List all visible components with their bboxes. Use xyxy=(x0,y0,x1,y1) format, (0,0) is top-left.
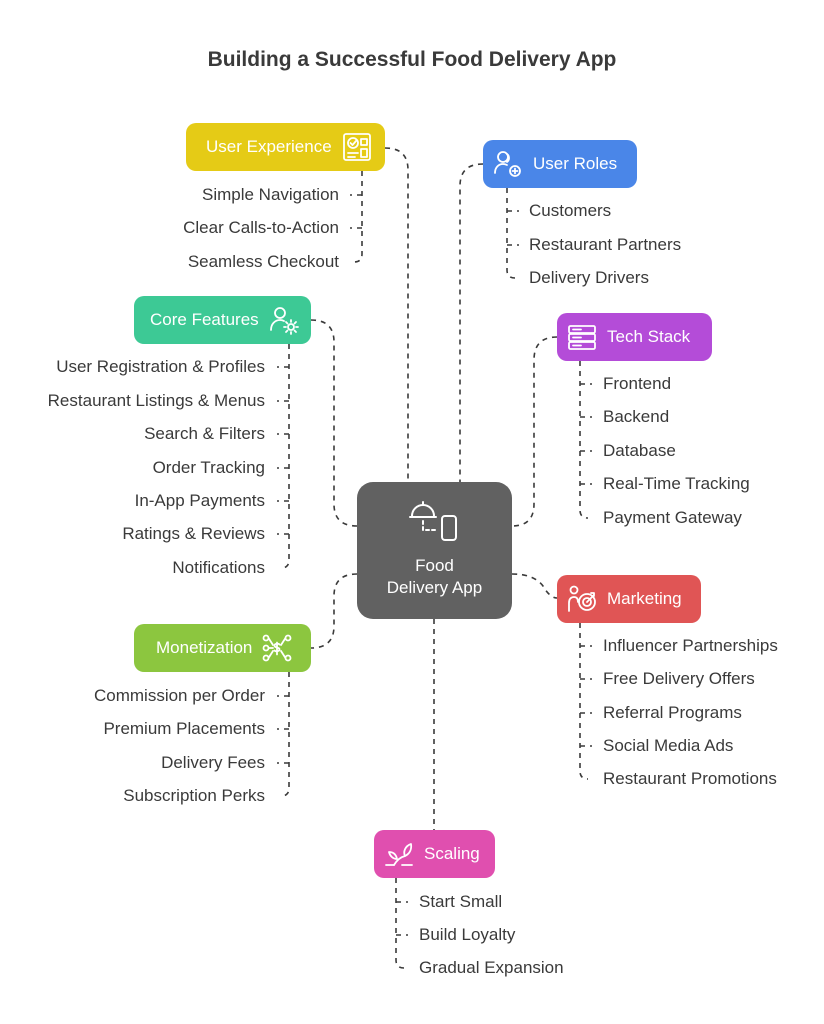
branch-label: Scaling xyxy=(424,844,480,863)
marketing-leaves-stem xyxy=(579,623,589,780)
growing-plant-icon xyxy=(384,839,414,869)
leaf-backend: Backend xyxy=(603,407,670,426)
branch-marketing: Marketing xyxy=(557,575,701,623)
leaf-simple-navigation: Simple Navigation xyxy=(201,185,339,204)
branch-user-roles: User Roles xyxy=(483,140,637,188)
users-icon xyxy=(493,149,523,179)
branch-scaling: Scaling xyxy=(374,830,495,878)
food-delivery-icon xyxy=(357,498,512,551)
network-dollar-icon xyxy=(262,633,292,663)
leaf-user-registration: User Registration & Profiles xyxy=(56,357,265,376)
branch-core-features: Core Features xyxy=(134,296,311,344)
leaf-order-tracking: Order Tracking xyxy=(152,458,265,477)
ux-leaves-stem xyxy=(353,171,363,263)
connector-user-roles xyxy=(459,163,484,482)
monetization-leaves-stem xyxy=(280,672,290,797)
branch-tech-stack: Tech Stack xyxy=(557,313,712,361)
leaf-clear-calls-to-action: Clear Calls-to-Action xyxy=(183,218,339,237)
branch-label: Tech Stack xyxy=(607,327,691,346)
leaf-commission-per-order: Commission per Order xyxy=(94,686,265,705)
leaf-seamless-checkout: Seamless Checkout xyxy=(187,252,339,271)
leaf-ratings-reviews: Ratings & Reviews xyxy=(122,524,265,543)
leaf-influencer-partnerships: Influencer Partnerships xyxy=(603,636,778,655)
leaf-build-loyalty: Build Loyalty xyxy=(419,925,516,944)
leaf-subscription-perks: Subscription Perks xyxy=(123,786,265,805)
leaf-gradual-expansion: Gradual Expansion xyxy=(419,958,564,977)
leaf-customers: Customers xyxy=(529,201,612,220)
target-person-icon xyxy=(567,584,597,614)
center-node: Food Delivery App xyxy=(357,482,512,619)
branch-user-experience: User Experience xyxy=(186,123,385,171)
leaf-restaurant-promotions: Restaurant Promotions xyxy=(603,769,777,788)
connector-user-experience xyxy=(384,147,409,482)
leaf-in-app-payments: In-App Payments xyxy=(134,491,265,510)
leaf-premium-placements: Premium Placements xyxy=(103,719,265,738)
core-leaves-stem xyxy=(280,344,290,569)
leaf-restaurant-partners: Restaurant Partners xyxy=(529,235,682,254)
branch-monetization: Monetization xyxy=(134,624,311,672)
connector-tech-stack xyxy=(511,336,558,527)
center-label-line2: Delivery App xyxy=(386,578,483,597)
roles-leaves-stem xyxy=(506,188,516,279)
connector-core-features xyxy=(310,319,358,527)
leaf-database: Database xyxy=(603,441,676,460)
leaf-referral-programs: Referral Programs xyxy=(603,703,742,722)
connector-marketing xyxy=(511,573,558,599)
leaf-social-media-ads: Social Media Ads xyxy=(603,736,734,755)
leaf-real-time-tracking: Real-Time Tracking xyxy=(603,474,750,493)
leaf-delivery-drivers: Delivery Drivers xyxy=(529,268,649,287)
center-label: Food Delivery App xyxy=(357,555,512,599)
diagram-title: Building a Successful Food Delivery App xyxy=(207,48,617,71)
branch-label: User Experience xyxy=(206,137,332,156)
branch-label: Monetization xyxy=(156,638,253,657)
tech-leaves-stem xyxy=(579,361,589,519)
connector-monetization xyxy=(310,573,358,649)
leaf-frontend: Frontend xyxy=(603,374,672,393)
scaling-leaves-stem xyxy=(395,878,405,969)
branch-label: Core Features xyxy=(150,310,259,329)
leaf-notifications: Notifications xyxy=(172,558,265,577)
center-label-line1: Food xyxy=(415,556,454,575)
server-stack-icon xyxy=(567,322,597,352)
checklist-icon xyxy=(342,132,372,162)
branch-label: User Roles xyxy=(533,154,618,173)
leaf-payment-gateway: Payment Gateway xyxy=(603,508,742,527)
leaf-search-filters: Search & Filters xyxy=(144,424,265,443)
leaf-start-small: Start Small xyxy=(419,892,503,911)
leaf-restaurant-listings: Restaurant Listings & Menus xyxy=(47,391,265,410)
user-gear-icon xyxy=(269,305,299,335)
leaf-delivery-fees: Delivery Fees xyxy=(161,753,265,772)
branch-label: Marketing xyxy=(607,589,682,608)
leaf-free-delivery-offers: Free Delivery Offers xyxy=(603,669,755,688)
